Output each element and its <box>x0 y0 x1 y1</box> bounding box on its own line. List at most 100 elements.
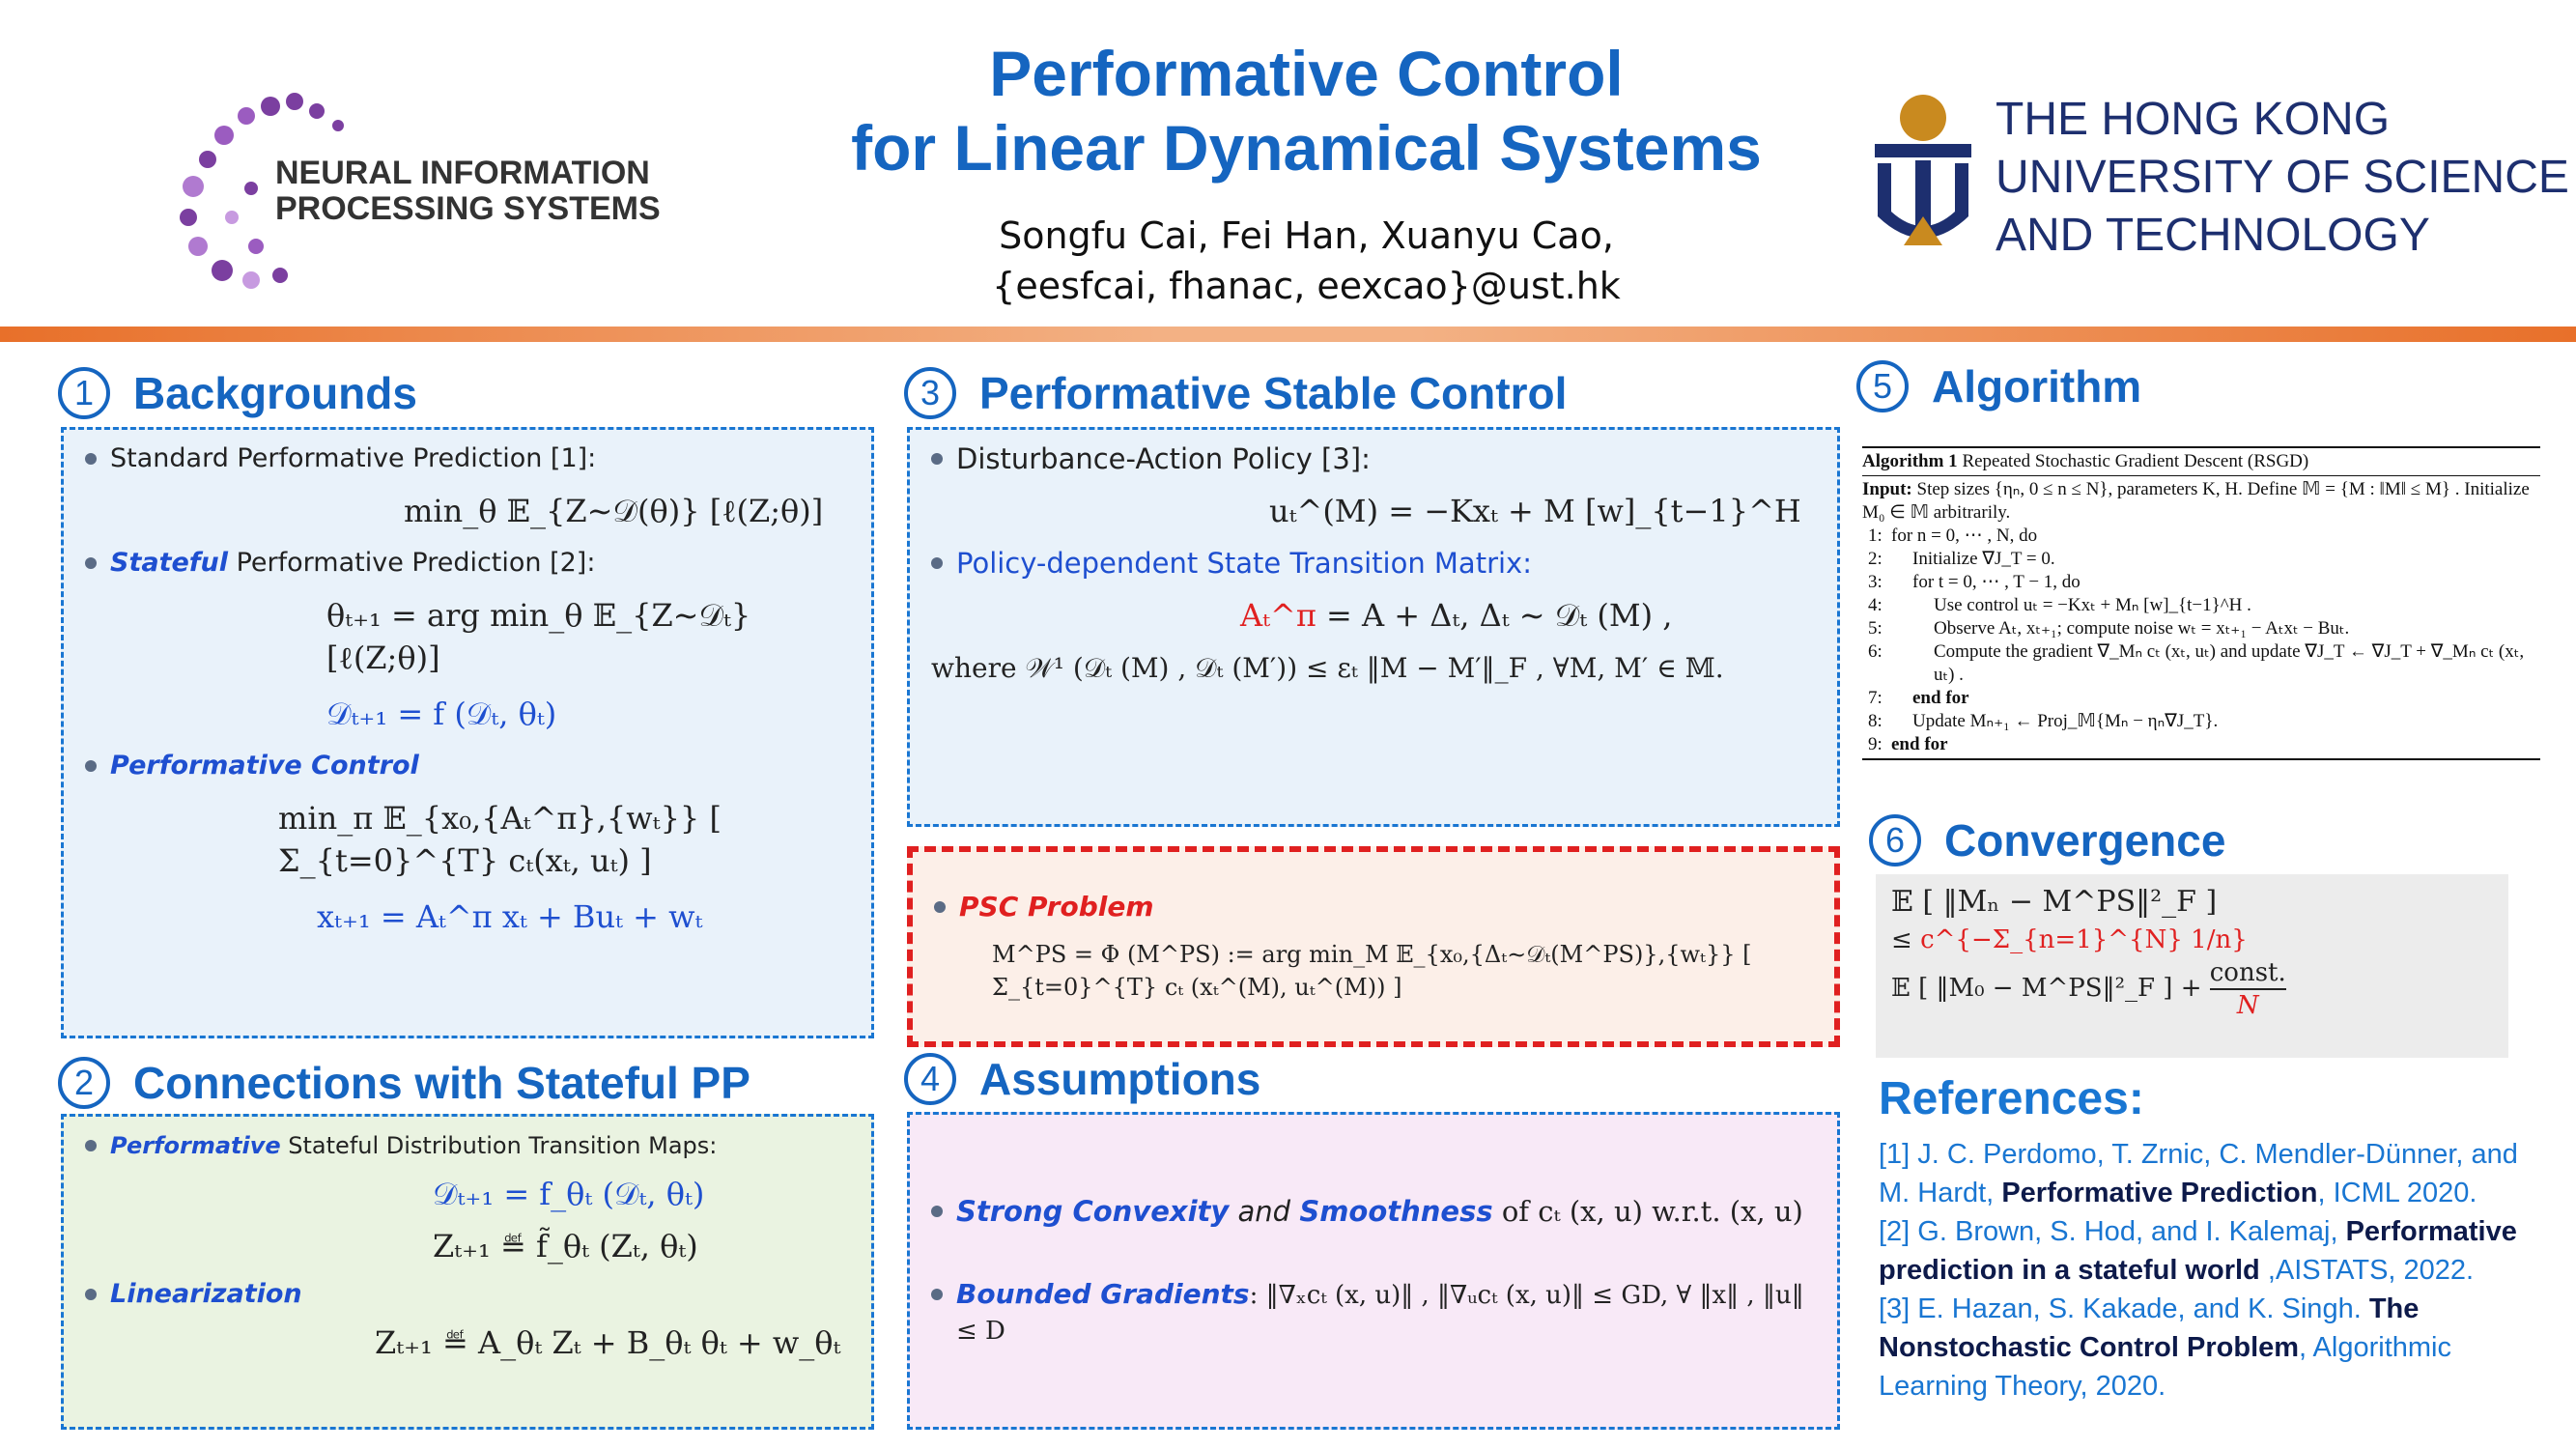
formula: Zₜ₊₁ ≝ f̃_θₜ (Zₜ, θₜ) <box>433 1228 698 1264</box>
line-text: Observe Aₜ, xₜ₊₁; compute noise wₜ = xₜ₊… <box>1934 618 2350 639</box>
formula: 𝒟ₜ₊₁ = f_θₜ (𝒟ₜ, θₜ) <box>433 1176 705 1212</box>
reference-item: [1] J. C. Perdomo, T. Zrnic, C. Mendler-… <box>1879 1135 2555 1212</box>
poster-title: Performative Control <box>989 38 1624 109</box>
logo-text: UNIVERSITY OF SCIENCE <box>1996 152 2569 203</box>
formula-part: = A + Δₜ, Δₜ ∼ 𝒟ₜ (M) , <box>1316 597 1673 634</box>
bullet: Policy-dependent State Transition Matrix… <box>931 546 1816 581</box>
ref-venue: , ICML 2020. <box>2317 1178 2477 1208</box>
bullet: Strong Convexity and Smoothness of cₜ (x… <box>931 1194 1816 1229</box>
line-number: 8: <box>1868 711 1882 731</box>
bullet: Performative Control <box>85 749 850 783</box>
references-list: [1] J. C. Perdomo, T. Zrnic, C. Mendler-… <box>1879 1135 2555 1406</box>
algorithm-title: Algorithm 1 Repeated Stochastic Gradient… <box>1862 446 2540 476</box>
line-text: Compute the gradient ∇_Mₙ cₜ (xₜ, uₜ) an… <box>1934 641 2525 685</box>
bullet-emphasis: Performative <box>110 1132 281 1159</box>
section-heading: 2 Connections with Stateful PP <box>58 1057 750 1109</box>
ref-title: Performative Prediction <box>2001 1178 2318 1208</box>
emails: {eesfcai, fhanac, eexcao}@ust.hk <box>992 265 1621 307</box>
reference-item: [2] G. Brown, S. Hod, and I. Kalemaj, Pe… <box>1879 1212 2555 1290</box>
hkust-emblem-icon <box>1875 95 1971 245</box>
section-number: 5 <box>1856 360 1909 412</box>
algorithm-box: Algorithm 1 Repeated Stochastic Gradient… <box>1862 446 2540 760</box>
ref-authors: [1] J. C. Perdomo, T. Zrnic, C. Mendler-… <box>1879 1139 2518 1208</box>
convergence-box: 𝔼 [ ‖Mₙ − M^PS‖²_F ] ≤ c^{−Σ_{n=1}^{N} 1… <box>1876 874 2508 1058</box>
bullet-text: : ‖∇ₓcₜ (x, u)‖ , ‖∇ᵤcₜ (x, u)‖ ≤ GD, ∀ … <box>956 1280 1804 1346</box>
algorithm-line: 9:end for <box>1862 733 2540 756</box>
input-label: Input: <box>1862 479 1912 499</box>
formula-part: c^{−Σ_{n=1}^{N} 1/n} <box>1920 925 2248 954</box>
bullet: Performative Stateful Distribution Trans… <box>85 1128 850 1163</box>
neurips-logo: NEURAL INFORMATION PROCESSING SYSTEMS <box>155 82 661 295</box>
section-title: Backgrounds <box>133 368 417 418</box>
authors: Songfu Cai, Fei Han, Xuanyu Cao, <box>999 214 1614 257</box>
logo-text: THE HONG KONG <box>1996 94 2391 145</box>
backgrounds-box: Standard Performative Prediction [1]: mi… <box>61 427 874 1038</box>
ref-venue: , Algorithmic Learning Theory, 2020. <box>1879 1332 2451 1402</box>
line-text: end for <box>1912 688 1969 708</box>
logo-text: AND TECHNOLOGY <box>1996 210 2430 261</box>
section-number: 2 <box>58 1057 110 1109</box>
bullet-text: Stateful Distribution Transition Maps: <box>280 1132 718 1159</box>
algorithm-line: 5:Observe Aₜ, xₜ₊₁; compute noise wₜ = x… <box>1862 617 2540 640</box>
formula: min_π 𝔼_{x₀,{Aₜ^π},{wₜ}} [ Σ_{t=0}^{T} c… <box>278 800 722 879</box>
algorithm-line: 3:for t = 0, ⋯ , T − 1, do <box>1862 571 2540 594</box>
line-text: Use control uₜ = −Kxₜ + Mₙ [w]_{t−1}^H . <box>1934 595 2251 615</box>
line-number: 4: <box>1868 595 1882 615</box>
section-title: Connections with Stateful PP <box>133 1058 750 1108</box>
bullet-text: of cₜ (x, u) w.r.t. (x, u) <box>1492 1194 1803 1228</box>
formula: where 𝒲¹ (𝒟ₜ (M) , 𝒟ₜ (M′)) ≤ εₜ ‖M − M′… <box>931 652 1724 684</box>
line-text: Initialize ∇J_T = 0. <box>1912 549 2055 569</box>
line-number: 6: <box>1868 641 1882 662</box>
line-number: 7: <box>1868 688 1882 708</box>
algorithm-line: 6: Compute the gradient ∇_Mₙ cₜ (xₜ, uₜ) … <box>1862 640 2540 687</box>
reference-item: [3] E. Hazan, S. Kakade, and K. Singh. T… <box>1879 1290 2555 1406</box>
line-number: 1: <box>1868 526 1882 546</box>
psc-problem-box: PSC Problem M^PS = Φ (M^PS) := arg min_M… <box>907 846 1840 1047</box>
poster-title-line2: for Linear Dynamical Systems <box>851 112 1762 184</box>
formula-part: 𝔼 [ ‖M₀ − M^PS‖²_F ] + <box>1891 974 2210 1003</box>
line-text: end for <box>1891 734 1948 754</box>
bullet-text: Performative Prediction [2]: <box>228 548 596 578</box>
bullet-text: Standard Performative Prediction [1]: <box>110 443 597 473</box>
fraction-numerator: const. <box>2209 957 2286 990</box>
logo-text: PROCESSING SYSTEMS <box>275 190 661 227</box>
section-number: 1 <box>58 367 110 419</box>
formula: 𝔼 [ ‖Mₙ − M^PS‖²_F ] <box>1891 885 2218 919</box>
bullet-text: and <box>1229 1194 1300 1228</box>
section-heading: 5 Algorithm <box>1856 360 2141 412</box>
section-title: Assumptions <box>979 1054 1261 1104</box>
bullet: Standard Performative Prediction [1]: <box>85 441 850 476</box>
formula-part: Aₜ^π <box>1240 597 1316 634</box>
connections-box: Performative Stateful Distribution Trans… <box>61 1114 874 1430</box>
formula: uₜ^(M) = −Kxₜ + M [w]_{t−1}^H <box>1269 493 1801 529</box>
line-text: for n = 0, ⋯ , N, do <box>1891 526 2038 546</box>
section-title: Algorithm <box>1932 361 2142 412</box>
formula: M^PS = Φ (M^PS) := arg min_M 𝔼_{x₀,{Δₜ∼𝒟… <box>992 941 1752 1001</box>
bullet: PSC Problem <box>934 890 1813 924</box>
algorithm-name: Repeated Stochastic Gradient Descent (RS… <box>1957 451 2309 471</box>
line-text: Update Mₙ₊₁ ← Proj_𝕄{Mₙ − ηₙ∇J_T}. <box>1912 711 2219 731</box>
ref-authors: [2] G. Brown, S. Hod, and I. Kalemaj, <box>1879 1216 2346 1247</box>
bullet-emphasis: Smoothness <box>1299 1194 1493 1228</box>
neurips-dots-icon <box>180 93 344 289</box>
stable-control-box: Disturbance-Action Policy [3]: uₜ^(M) = … <box>907 427 1840 827</box>
fraction-denominator: N <box>2236 991 2259 1020</box>
bullet-emphasis: Strong Convexity <box>956 1194 1230 1228</box>
section-heading: 1 Backgrounds <box>58 367 417 419</box>
algorithm-line: 4: Use control uₜ = −Kxₜ + Mₙ [w]_{t−1}^H… <box>1862 594 2540 617</box>
formula: xₜ₊₁ = Aₜ^π xₜ + Buₜ + wₜ <box>317 898 703 935</box>
formula: θₜ₊₁ = arg min_θ 𝔼_{Z∼𝒟ₜ} [ℓ(Z;θ)] <box>326 597 751 676</box>
line-number: 2: <box>1868 549 1882 569</box>
assumptions-box: Strong Convexity and Smoothness of cₜ (x… <box>907 1112 1840 1430</box>
bullet-emphasis: PSC Problem <box>959 891 1154 923</box>
section-number: 4 <box>904 1053 956 1105</box>
section-title: Performative Stable Control <box>979 368 1568 418</box>
algorithm-line: 7: end for <box>1862 687 2540 710</box>
section-title: Convergence <box>1944 815 2226 866</box>
ref-title: Performative prediction in a stateful wo… <box>1879 1216 2517 1286</box>
ref-venue: ,AISTATS, 2022. <box>2259 1255 2475 1286</box>
formula: Zₜ₊₁ ≝ A_θₜ Zₜ + B_θₜ θₜ + w_θₜ <box>375 1324 841 1361</box>
bullet: Stateful Performative Prediction [2]: <box>85 546 850 581</box>
bullet-text: Policy-dependent State Transition Matrix… <box>956 547 1532 580</box>
